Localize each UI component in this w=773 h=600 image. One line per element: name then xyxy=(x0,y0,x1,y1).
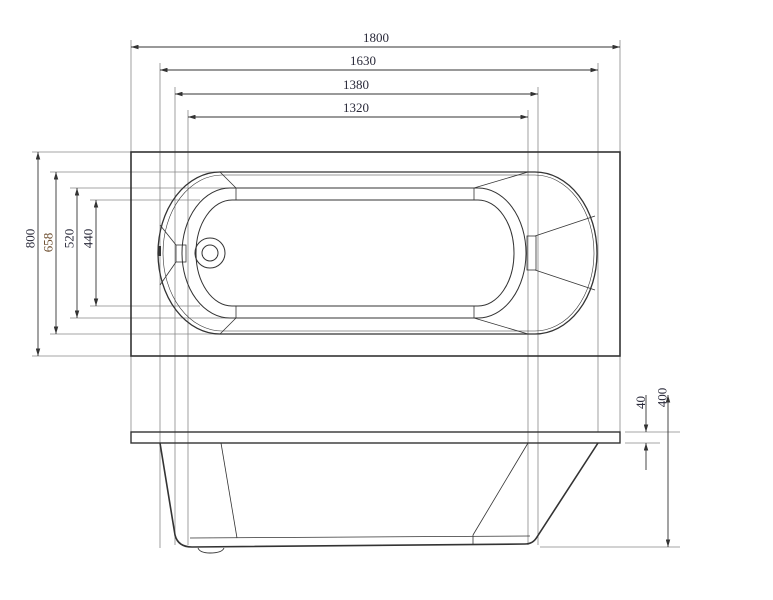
dimension-label-1630: 1630 xyxy=(350,53,376,68)
side-view xyxy=(130,431,621,554)
extension-lines xyxy=(32,40,680,548)
dimension-label-1800: 1800 xyxy=(363,30,389,45)
dimension-label-800: 800 xyxy=(22,228,38,249)
dimension-lines xyxy=(35,44,671,547)
dimension-label-400: 400 xyxy=(654,387,670,408)
top-view xyxy=(130,151,621,357)
dimension-label-40: 40 xyxy=(633,396,648,409)
dimension-label-1320: 1320 xyxy=(343,100,369,115)
drain-icon xyxy=(194,237,226,269)
dimension-label-658: 658 xyxy=(40,232,56,253)
dimension-label-520: 520 xyxy=(61,228,77,249)
dimension-label-440: 440 xyxy=(80,228,96,249)
dimension-label-1380: 1380 xyxy=(343,77,369,92)
